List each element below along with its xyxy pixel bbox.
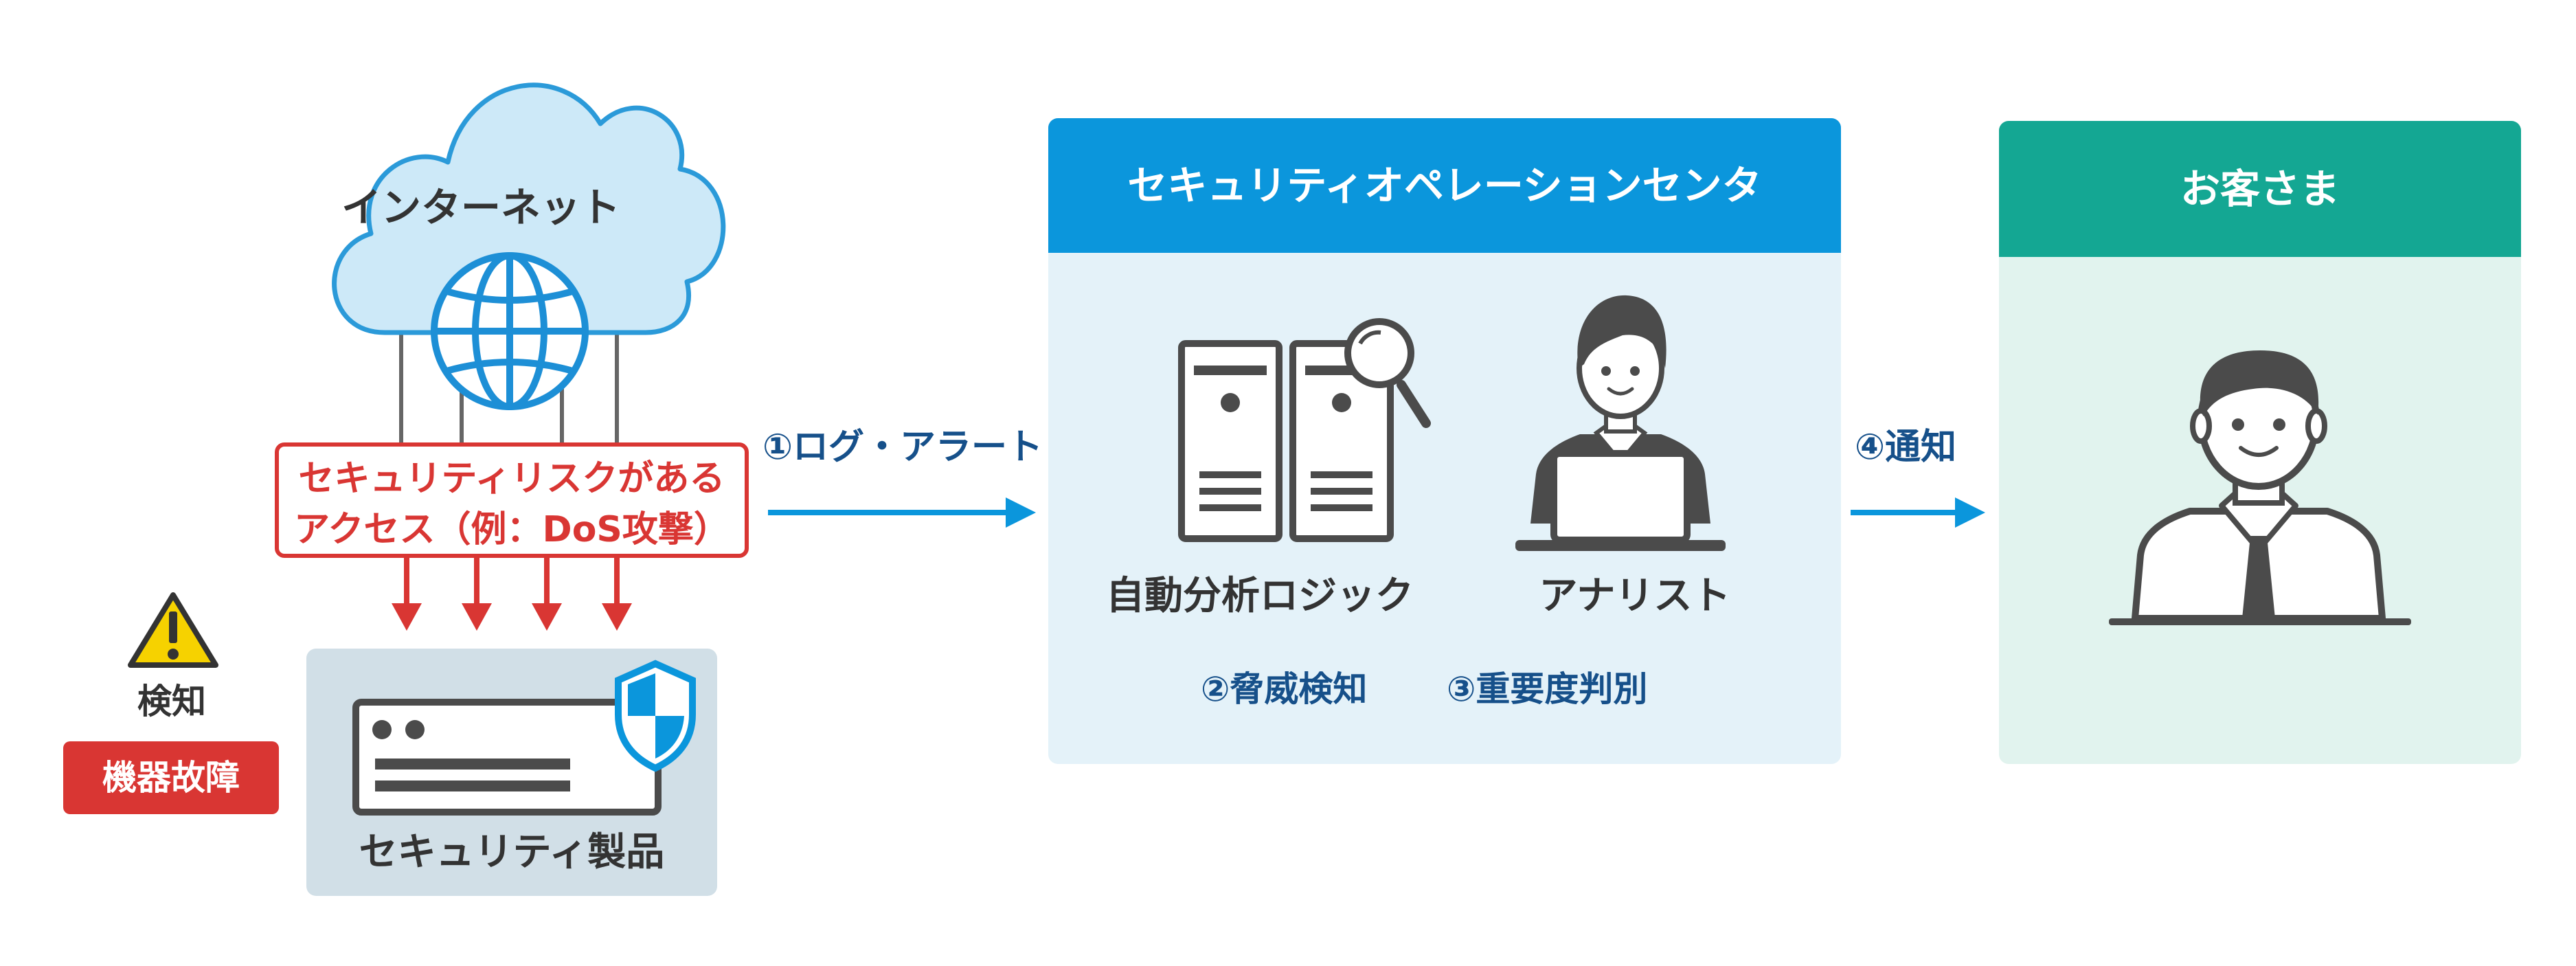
severity-judgement-label: ③重要度判別 — [1447, 669, 1648, 709]
risk-access-box: セキュリティリスクがある アクセス（例：DoS攻撃） — [275, 442, 749, 558]
risk-line-2: アクセス（例：DoS攻撃） — [294, 509, 730, 550]
globe-icon — [431, 252, 589, 410]
log-alert-label: ①ログ・アラート — [762, 427, 1043, 468]
auto-analysis-label: 自動分析ロジック — [1106, 574, 1414, 618]
equipment-failure-badge: 機器故障 — [63, 741, 279, 814]
threat-detection-label: ②脅威検知 — [1201, 669, 1368, 709]
analyst-label: アナリスト — [1539, 574, 1731, 618]
log-alert-arrow — [768, 497, 1036, 528]
cloud-icon — [332, 82, 726, 335]
detection-label: 検知 — [137, 682, 206, 721]
security-product-label: セキュリティ製品 — [359, 830, 665, 875]
attack-arrows — [392, 558, 632, 631]
security-appliance-icon — [352, 699, 662, 816]
shield-icon — [615, 660, 696, 772]
risk-line-1: セキュリティリスクがある — [298, 458, 725, 499]
customer-icon — [2109, 350, 2411, 625]
notify-arrow — [1851, 497, 1985, 528]
soc-title: セキュリティオペレーションセンタ — [1048, 118, 1841, 253]
warning-icon — [128, 592, 218, 668]
analyst-icon — [1515, 295, 1726, 551]
notify-label: ④通知 — [1855, 427, 1957, 468]
server-icon — [1289, 340, 1394, 542]
internet-label: インターネット — [341, 184, 620, 231]
server-icon — [1178, 340, 1283, 542]
customer-title: お客さま — [1999, 121, 2521, 257]
magnifier-icon — [1344, 318, 1431, 428]
